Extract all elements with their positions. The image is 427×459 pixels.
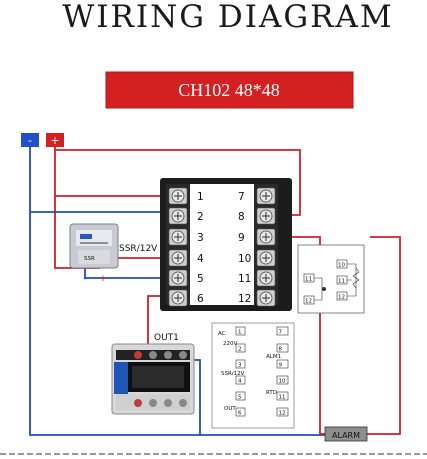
svg-text:RTD: RTD [266, 390, 277, 396]
terminal-screw-right-5 [256, 269, 276, 287]
contactor-label: OUT1 [154, 333, 179, 343]
terminal-number: 11 [238, 273, 251, 285]
legend-pin-number: 9 [279, 363, 283, 369]
ssr-label: SSR/12V [119, 244, 158, 254]
svg-text:12: 12 [338, 295, 345, 301]
legend-pin-number: 3 [238, 363, 242, 369]
sensor-wiring-box: 11 12 10 11 12 [297, 244, 365, 314]
terminal-number: 6 [197, 293, 204, 305]
ssr-module: SSR SSR/12V - + [69, 223, 158, 284]
positive-terminal-tag: + [46, 133, 64, 147]
terminal-number: 4 [197, 253, 204, 265]
legend-pin-number: 12 [279, 411, 286, 417]
terminal-screw-left-3 [168, 228, 188, 246]
svg-text:11: 11 [338, 279, 345, 285]
supply-wire-negative [29, 147, 325, 436]
contactor: OUT1 [111, 333, 195, 415]
terminal-number: 7 [238, 191, 245, 203]
terminal-screw-left-5 [168, 269, 188, 287]
ssr-plus-label: + [99, 274, 107, 284]
svg-text:+: + [50, 134, 59, 147]
svg-text:SSR/12V: SSR/12V [221, 371, 245, 377]
svg-text:11: 11 [305, 277, 312, 283]
page-title: WIRING DIAGRAM [62, 0, 393, 35]
svg-text:OUT: OUT [224, 406, 236, 412]
svg-text:220V: 220V [223, 341, 237, 347]
legend-pin-number: 5 [238, 395, 242, 401]
terminal-number: 12 [238, 293, 251, 305]
legend-pin-box [235, 391, 246, 401]
legend-pin-box [276, 407, 289, 417]
terminal-screw-left-1 [168, 187, 188, 205]
legend-pin-box [276, 391, 289, 401]
terminal-number: 10 [238, 253, 251, 265]
legend-pin-box [276, 343, 289, 353]
legend-pin-number: 7 [279, 330, 283, 336]
wire-to-terminal-5 [84, 268, 180, 279]
legend-pin-box [235, 326, 246, 336]
terminal-screw-left-6 [168, 289, 188, 307]
legend-pin-box [235, 407, 246, 417]
terminal-number: 5 [197, 273, 204, 285]
legend-pin-box [235, 375, 246, 385]
svg-text:AC: AC [218, 331, 226, 337]
svg-text:SSR: SSR [84, 256, 95, 262]
legend-pin-number: 10 [279, 379, 286, 385]
svg-text:12: 12 [305, 299, 312, 305]
terminal-screw-right-3 [256, 228, 276, 246]
terminal-screw-left-4 [168, 249, 188, 267]
negative-terminal-tag: - [21, 133, 39, 147]
legend-pin-box [276, 375, 289, 385]
terminal-screw-right-4 [256, 249, 276, 267]
terminal-number: 8 [238, 211, 245, 223]
svg-text:-: - [28, 134, 32, 147]
legend-pin-number: 4 [238, 379, 242, 385]
legend-pin-number: 11 [279, 395, 286, 401]
ssr-minus-label: - [83, 274, 86, 284]
legend-pin-box [276, 359, 289, 369]
alarm-label: ALARM [332, 431, 360, 440]
terminal-screw-right-6 [256, 289, 276, 307]
svg-text:10: 10 [338, 263, 345, 269]
svg-text:ALM1: ALM1 [266, 354, 281, 360]
terminal-number: 2 [197, 211, 204, 223]
terminal-number: 3 [197, 232, 204, 244]
terminal-number: 1 [197, 191, 204, 203]
legend-pin-box [235, 359, 246, 369]
model-banner: CH102 48*48 [105, 71, 354, 109]
terminal-number: 9 [238, 232, 245, 244]
terminal-screw-left-2 [168, 207, 188, 225]
model-banner-text: CH102 48*48 [178, 80, 280, 100]
legend-pin-number: 6 [238, 411, 242, 417]
legend-pin-number: 8 [279, 347, 283, 353]
terminal-screw-right-2 [256, 207, 276, 225]
legend-pin-number: 1 [238, 330, 242, 336]
legend-pin-number: 2 [238, 347, 242, 353]
legend-pin-box [235, 343, 246, 353]
alarm-indicator: ALARM [324, 426, 368, 442]
legend-pin-box [276, 326, 289, 336]
terminal-screw-right-1 [256, 187, 276, 205]
